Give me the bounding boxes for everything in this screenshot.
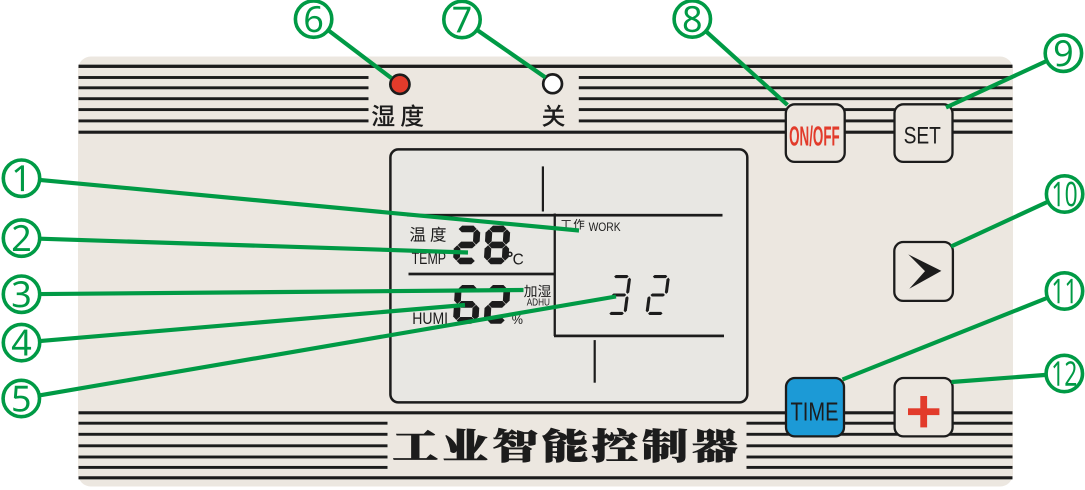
svg-text:HUMI: HUMI [412, 309, 448, 328]
svg-text:ON/OFF: ON/OFF [789, 120, 840, 152]
svg-text:ADHU: ADHU [527, 297, 550, 308]
svg-text:WORK: WORK [589, 220, 621, 234]
svg-text:TIME: TIME [791, 397, 839, 426]
svg-text:SET: SET [904, 123, 941, 150]
svg-text:C: C [513, 251, 524, 268]
svg-text:TEMP: TEMP [412, 250, 447, 268]
svg-text:%: % [512, 313, 523, 327]
